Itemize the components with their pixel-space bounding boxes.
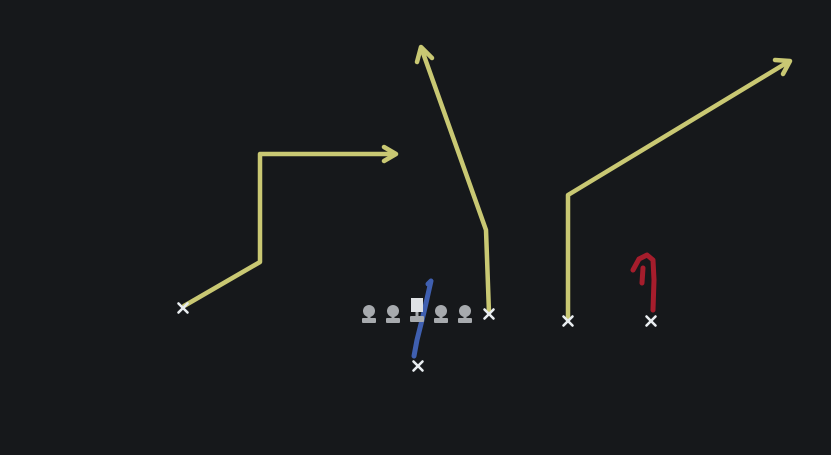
receiver-right-inside <box>562 315 574 327</box>
red-hand-mark <box>630 252 657 313</box>
receiver-left <box>177 302 189 314</box>
go-route <box>419 47 492 316</box>
blue-hand-mark <box>411 278 434 359</box>
players-layer <box>177 302 657 372</box>
offensive-line <box>362 298 472 323</box>
corner-out-route <box>181 151 397 309</box>
post-route-arrowhead <box>772 57 793 77</box>
lineman-center <box>410 298 424 322</box>
annotations-layer <box>411 252 657 359</box>
receiver-slot <box>483 308 495 320</box>
go-route-arrowhead <box>414 44 435 65</box>
quarterback <box>412 360 424 372</box>
routes-layer <box>181 44 793 323</box>
lineman-left-guard <box>386 305 400 323</box>
corner-out-route-arrowhead <box>381 144 399 164</box>
lineman-right-guard <box>434 305 448 323</box>
lineman-right-tackle <box>458 305 472 323</box>
receiver-right-outside <box>645 315 657 327</box>
lineman-left-tackle <box>362 305 376 323</box>
post-route <box>565 59 791 323</box>
